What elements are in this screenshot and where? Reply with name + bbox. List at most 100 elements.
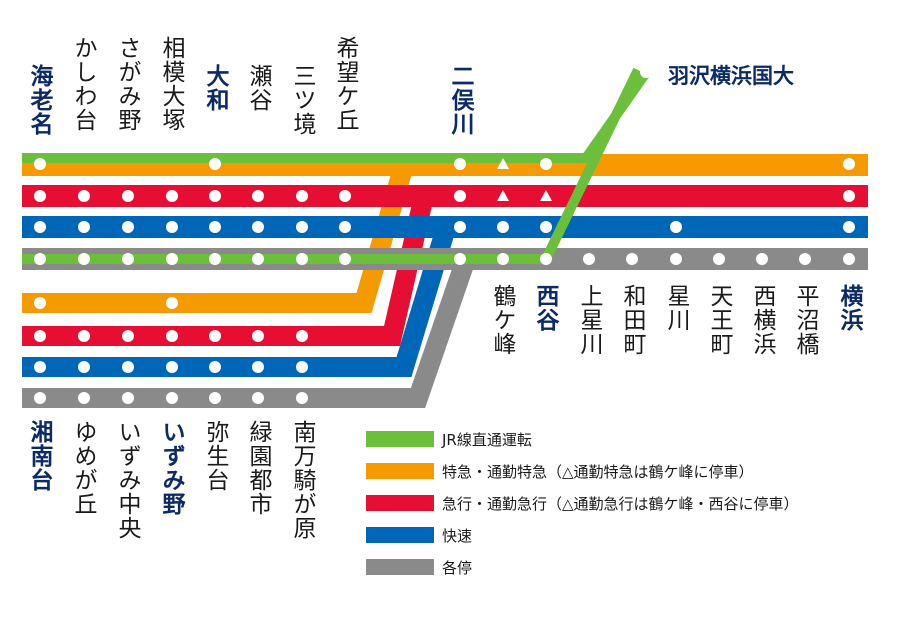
express-stop-dot bbox=[166, 190, 178, 202]
rapid-stop-dot bbox=[252, 221, 264, 233]
station-label-izumichuo: いずみ中央 bbox=[114, 420, 140, 540]
station-label-futamatagawa: 二俣川 bbox=[447, 64, 473, 136]
branch-local-stop-dot bbox=[252, 392, 264, 404]
branch-rapid-stop-dot bbox=[166, 361, 178, 373]
local-stop-dot bbox=[339, 253, 351, 265]
station-label-ebina: 海老名 bbox=[26, 64, 52, 136]
express-stop-dot bbox=[296, 190, 308, 202]
rapid-stop-dot bbox=[497, 221, 509, 233]
branch-rapid-stop-dot bbox=[209, 361, 221, 373]
station-label-hoshikawa: 星川 bbox=[663, 284, 689, 332]
legend-label-local: 各停 bbox=[442, 558, 473, 577]
station-label-izumino: いずみ野 bbox=[158, 420, 184, 516]
local-stop-dot bbox=[252, 253, 264, 265]
local-stop-dot bbox=[583, 253, 595, 265]
branch-express-stop-dot bbox=[296, 330, 308, 342]
branch-limited-line bbox=[22, 162, 414, 313]
rapid-stop-dot bbox=[209, 221, 221, 233]
branch-rapid-stop-dot bbox=[296, 361, 308, 373]
station-label-yayoidai: 弥生台 bbox=[202, 420, 228, 492]
branch-local-stop-dot bbox=[166, 392, 178, 404]
limited-stop-dot bbox=[540, 158, 552, 170]
legend-swatch-local bbox=[366, 559, 434, 575]
express-stop-dot bbox=[78, 190, 90, 202]
station-label-yumegaoka: ゆめが丘 bbox=[70, 420, 96, 516]
main-express-line bbox=[22, 185, 868, 207]
legend-label-jr: JR線直通運転 bbox=[442, 430, 532, 449]
rapid-stop-dot bbox=[78, 221, 90, 233]
branch-rapid-stop-dot bbox=[252, 361, 264, 373]
local-stop-dot bbox=[122, 253, 134, 265]
main-line bbox=[22, 154, 868, 270]
local-stop-dot bbox=[756, 253, 768, 265]
branch-rapid-stop-dot bbox=[78, 361, 90, 373]
rapid-stop-dot bbox=[166, 221, 178, 233]
limited-stop-dot bbox=[843, 158, 855, 170]
local-stop-dot bbox=[670, 253, 682, 265]
branch-local-stop-dot bbox=[122, 392, 134, 404]
branch-express-stop-dot bbox=[252, 330, 264, 342]
branch-local-stop-dot bbox=[78, 392, 90, 404]
legend-item-jr: JR線直通運転 bbox=[366, 428, 532, 450]
local-stop-dot bbox=[296, 253, 308, 265]
limited-stop-dot bbox=[34, 158, 46, 170]
legend-swatch-jr bbox=[366, 431, 434, 447]
izumino-branch bbox=[22, 162, 476, 408]
station-label-sagamiotsuka: 相模大塚 bbox=[158, 36, 184, 132]
rapid-stop-dot bbox=[454, 221, 466, 233]
limited-stop-dot bbox=[454, 158, 466, 170]
local-stop-dot bbox=[843, 253, 855, 265]
branch-local-line bbox=[22, 255, 476, 408]
station-label-nishiya: 西谷 bbox=[532, 284, 558, 332]
local-stop-dot bbox=[713, 253, 725, 265]
rapid-stop-dot bbox=[843, 221, 855, 233]
branch-rapid-stop-dot bbox=[34, 361, 46, 373]
express-stop-dot bbox=[339, 190, 351, 202]
legend-swatch-express bbox=[366, 495, 434, 511]
branch-local-stop-dot bbox=[34, 392, 46, 404]
branch-rapid-stop-dot bbox=[122, 361, 134, 373]
station-stop-markers bbox=[34, 158, 855, 404]
station-label-ryokuentoshi: 緑園都市 bbox=[245, 420, 271, 516]
main-rapid-line bbox=[22, 216, 868, 238]
local-stop-dot bbox=[166, 253, 178, 265]
rapid-stop-dot bbox=[339, 221, 351, 233]
station-label-hazawa: 羽沢横浜国大 bbox=[668, 64, 794, 88]
station-label-minamimakigahara: 南万騎が原 bbox=[289, 420, 315, 540]
legend-label-express: 急行・通勤急行（△通勤急行は鶴ケ峰・西谷に停車） bbox=[442, 494, 799, 513]
local-stop-dot bbox=[540, 253, 552, 265]
station-label-mitsukyo: 三ツ境 bbox=[289, 64, 315, 136]
station-label-segaya: 瀬谷 bbox=[245, 64, 271, 112]
station-label-hiranumabashi: 平沼橋 bbox=[792, 284, 818, 356]
rapid-stop-dot bbox=[34, 221, 46, 233]
express-stop-dot bbox=[209, 190, 221, 202]
branch-local-stop-dot bbox=[209, 392, 221, 404]
legend-label-limited: 特急・通勤特急（△通勤特急は鶴ケ峰に停車） bbox=[442, 462, 754, 481]
station-label-shonandai: 湘南台 bbox=[26, 420, 52, 492]
station-label-sagamino: さがみ野 bbox=[114, 36, 140, 132]
local-stop-dot bbox=[34, 253, 46, 265]
legend-swatch-rapid bbox=[366, 527, 434, 543]
rapid-stop-dot bbox=[122, 221, 134, 233]
local-stop-dot bbox=[78, 253, 90, 265]
rapid-stop-dot bbox=[296, 221, 308, 233]
express-stop-dot bbox=[34, 190, 46, 202]
branch-express-line bbox=[22, 193, 434, 346]
station-label-kibogaoka: 希望ケ丘 bbox=[332, 36, 358, 132]
branch-express-stop-dot bbox=[78, 330, 90, 342]
limited-conditional-stop-triangle bbox=[497, 158, 509, 169]
local-stop-dot bbox=[799, 253, 811, 265]
station-label-yokohama: 横浜 bbox=[836, 284, 862, 332]
express-stop-dot bbox=[122, 190, 134, 202]
legend-label-rapid: 快速 bbox=[442, 526, 473, 545]
station-label-nishiyokohama: 西横浜 bbox=[749, 284, 775, 356]
express-conditional-stop-triangle bbox=[540, 190, 552, 201]
legend-item-express: 急行・通勤急行（△通勤急行は鶴ケ峰・西谷に停車） bbox=[366, 492, 799, 514]
legend-item-limited: 特急・通勤特急（△通勤特急は鶴ケ峰に停車） bbox=[366, 460, 754, 482]
hazawa-station-dot bbox=[640, 66, 652, 78]
branch-express-stop-dot bbox=[166, 330, 178, 342]
limited-stop-dot bbox=[209, 158, 221, 170]
station-label-wadamachi: 和田町 bbox=[619, 284, 645, 356]
